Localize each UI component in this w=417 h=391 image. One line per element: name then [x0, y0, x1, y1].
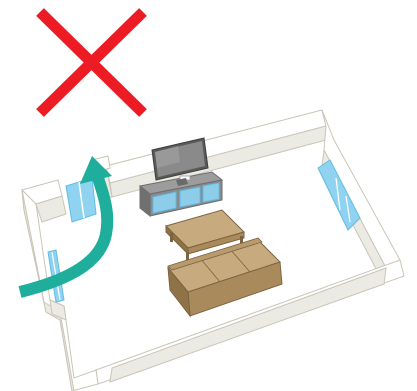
coffee-table: [165, 209, 245, 262]
window-right: [317, 159, 361, 231]
tv: [151, 137, 209, 186]
room-walls: [21, 109, 405, 391]
window-left-back: [65, 177, 97, 223]
cross-mark-icon: [36, 8, 147, 117]
airflow-arrow-icon: [18, 156, 114, 298]
sofa: [167, 237, 283, 318]
